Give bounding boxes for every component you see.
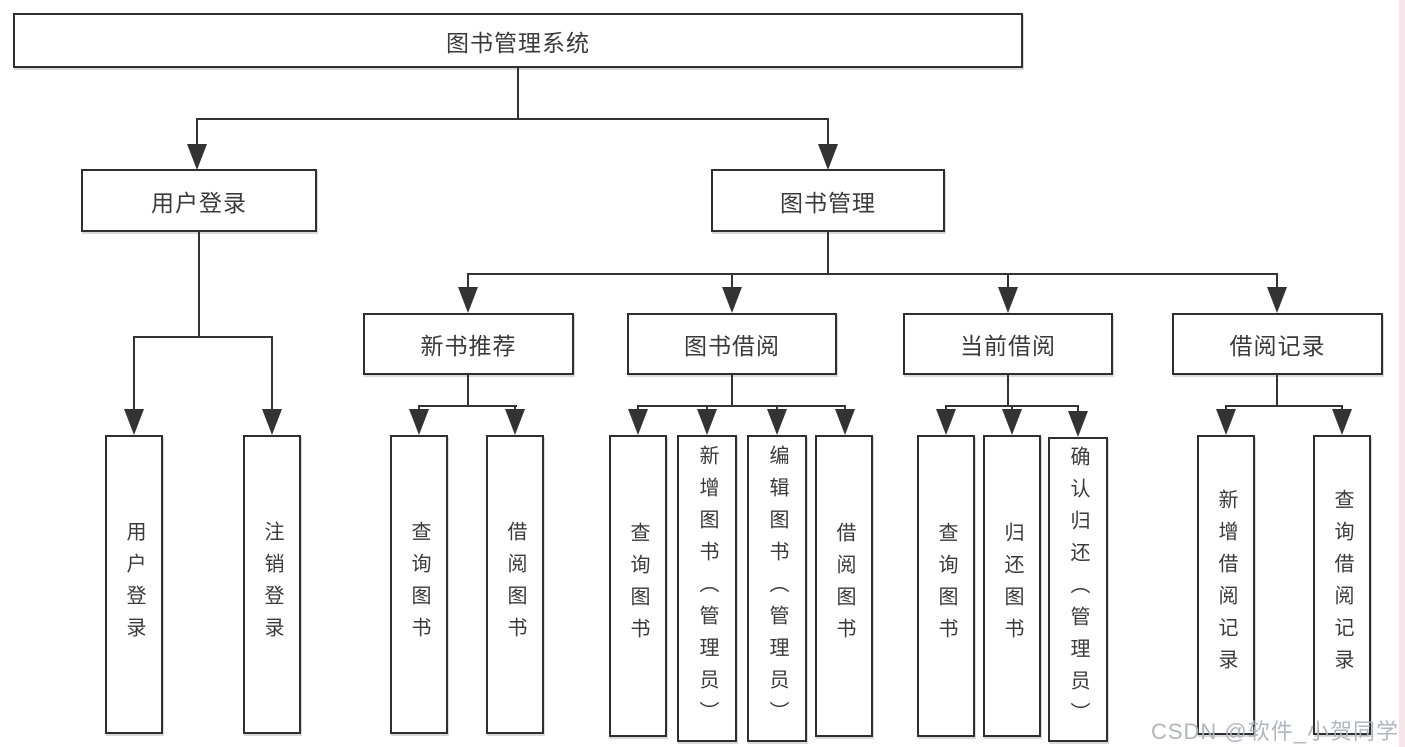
node-new-book-recommend-label: 新书推荐 xyxy=(420,333,517,359)
connector-line xyxy=(1276,375,1278,407)
leaf-add-book-admin-label: 新增图书（管理员） xyxy=(696,444,718,733)
arrowhead-icon xyxy=(124,409,144,435)
connector-line xyxy=(776,405,778,411)
node-current-borrowing: 当前借阅 xyxy=(903,313,1113,375)
leaf-query-borrow-record-label: 查询借阅记录 xyxy=(1331,489,1353,681)
leaf-query-books-borrowing-label: 查询图书 xyxy=(627,522,649,650)
connector-line xyxy=(467,273,469,287)
right-edge-artifact xyxy=(1399,0,1405,747)
arrowhead-icon xyxy=(1002,409,1022,435)
arrowhead-icon xyxy=(998,287,1018,313)
csdn-watermark: CSDN @软件_小贺同学 xyxy=(1150,719,1399,744)
node-book-management-label: 图书管理 xyxy=(780,189,876,216)
connector-line xyxy=(706,405,708,411)
leaf-query-books-recommend: 查询图书 xyxy=(390,435,448,734)
leaf-query-books-recommend-label: 查询图书 xyxy=(408,520,430,649)
connector-line xyxy=(637,405,846,407)
node-book-borrowing: 图书借阅 xyxy=(627,313,837,375)
arrowhead-icon xyxy=(458,287,478,313)
leaf-query-books-current: 查询图书 xyxy=(917,435,975,737)
arrowhead-icon xyxy=(409,409,429,435)
connector-line xyxy=(1011,405,1013,411)
connector-line xyxy=(827,232,829,275)
leaf-query-books-borrowing: 查询图书 xyxy=(609,435,667,737)
node-book-management: 图书管理 xyxy=(711,169,945,232)
connector-line xyxy=(418,405,517,407)
leaf-add-borrow-record: 新增借阅记录 xyxy=(1197,435,1255,735)
arrowhead-icon xyxy=(262,409,282,435)
connector-line xyxy=(196,118,198,146)
arrowhead-icon xyxy=(818,144,838,170)
arrowhead-icon xyxy=(187,144,207,170)
arrowhead-icon xyxy=(1216,409,1236,435)
node-book-borrowing-label: 图书借阅 xyxy=(684,333,780,359)
connector-line xyxy=(418,405,420,411)
leaf-edit-book-admin-label: 编辑图书（管理员） xyxy=(766,444,788,733)
leaf-confirm-return-admin: 确认归还（管理员） xyxy=(1048,437,1108,742)
leaf-borrow-books-recommend-label: 借阅图书 xyxy=(504,520,526,649)
connector-line xyxy=(467,273,1278,275)
arrowhead-icon xyxy=(767,409,787,435)
connector-line xyxy=(827,118,829,146)
connector-line xyxy=(1007,273,1009,287)
connector-line xyxy=(844,405,846,411)
connector-line xyxy=(467,375,469,407)
connector-line xyxy=(1007,375,1009,407)
leaf-confirm-return-admin-label: 确认归还（管理员） xyxy=(1067,445,1089,734)
leaf-user-login: 用户登录 xyxy=(105,435,163,734)
connector-line xyxy=(514,405,516,411)
connector-line xyxy=(731,273,733,287)
node-user-login: 用户登录 xyxy=(81,169,317,232)
arrowhead-icon xyxy=(1267,287,1287,313)
leaf-return-book-label: 归还图书 xyxy=(1001,522,1023,650)
leaf-borrow-books-borrowing: 借阅图书 xyxy=(815,435,873,737)
connector-line xyxy=(196,118,829,120)
connector-line xyxy=(133,336,135,409)
arrowhead-icon xyxy=(1332,409,1352,435)
arrowhead-icon xyxy=(628,409,648,435)
node-borrowing-records-label: 借阅记录 xyxy=(1229,333,1326,359)
leaf-query-borrow-record: 查询借阅记录 xyxy=(1313,435,1371,735)
connector-line xyxy=(198,232,200,338)
node-user-login-label: 用户登录 xyxy=(151,189,247,216)
node-root: 图书管理系统 xyxy=(13,13,1023,68)
connector-line xyxy=(1341,405,1343,411)
leaf-user-login-label: 用户登录 xyxy=(123,520,145,649)
arrowhead-icon xyxy=(835,409,855,435)
connector-line xyxy=(731,375,733,407)
connector-line xyxy=(517,68,519,120)
node-root-label: 图书管理系统 xyxy=(446,29,590,56)
connector-line xyxy=(1276,273,1278,287)
leaf-logout: 注销登录 xyxy=(243,435,301,734)
connector-line xyxy=(271,336,273,409)
connector-line xyxy=(1077,405,1079,413)
arrowhead-icon xyxy=(936,409,956,435)
leaf-query-books-current-label: 查询图书 xyxy=(935,522,957,650)
node-current-borrowing-label: 当前借阅 xyxy=(960,333,1056,359)
leaf-add-borrow-record-label: 新增借阅记录 xyxy=(1215,489,1237,681)
leaf-logout-label: 注销登录 xyxy=(261,520,283,649)
connector-line xyxy=(945,405,947,411)
connector-line xyxy=(1225,405,1227,411)
connector-line xyxy=(1225,405,1343,407)
connector-line xyxy=(133,336,273,338)
arrowhead-icon xyxy=(722,287,742,313)
leaf-borrow-books-recommend: 借阅图书 xyxy=(486,435,544,734)
connector-line xyxy=(637,405,639,411)
leaf-return-book: 归还图书 xyxy=(983,435,1041,737)
leaf-edit-book-admin: 编辑图书（管理员） xyxy=(747,435,807,742)
arrowhead-icon xyxy=(697,409,717,435)
leaf-borrow-books-borrowing-label: 借阅图书 xyxy=(833,522,855,650)
leaf-add-book-admin: 新增图书（管理员） xyxy=(677,435,737,742)
arrowhead-icon xyxy=(1068,411,1088,437)
arrowhead-icon xyxy=(505,409,525,435)
node-borrowing-records: 借阅记录 xyxy=(1172,313,1383,375)
node-new-book-recommend: 新书推荐 xyxy=(363,313,574,375)
